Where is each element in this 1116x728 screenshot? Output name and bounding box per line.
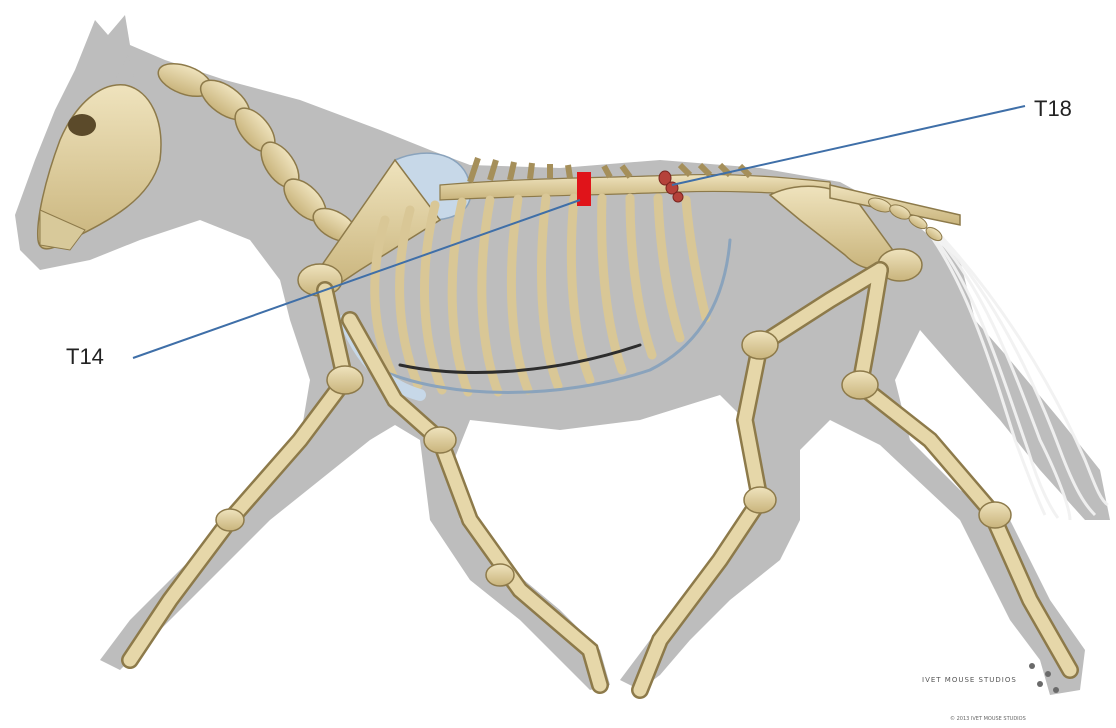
t18-leader-line xyxy=(672,106,1025,185)
watermark-studio-name: IVET MOUSE STUDIOS xyxy=(922,676,1017,684)
t18-label: T18 xyxy=(1034,96,1072,122)
watermark-copyright: © 2013 IVET MOUSE STUDIOS xyxy=(950,715,1026,722)
t14-label: T14 xyxy=(66,344,104,370)
studio-watermark: IVET MOUSE STUDIOS © 2013 IVET MOUSE STU… xyxy=(922,663,1059,722)
